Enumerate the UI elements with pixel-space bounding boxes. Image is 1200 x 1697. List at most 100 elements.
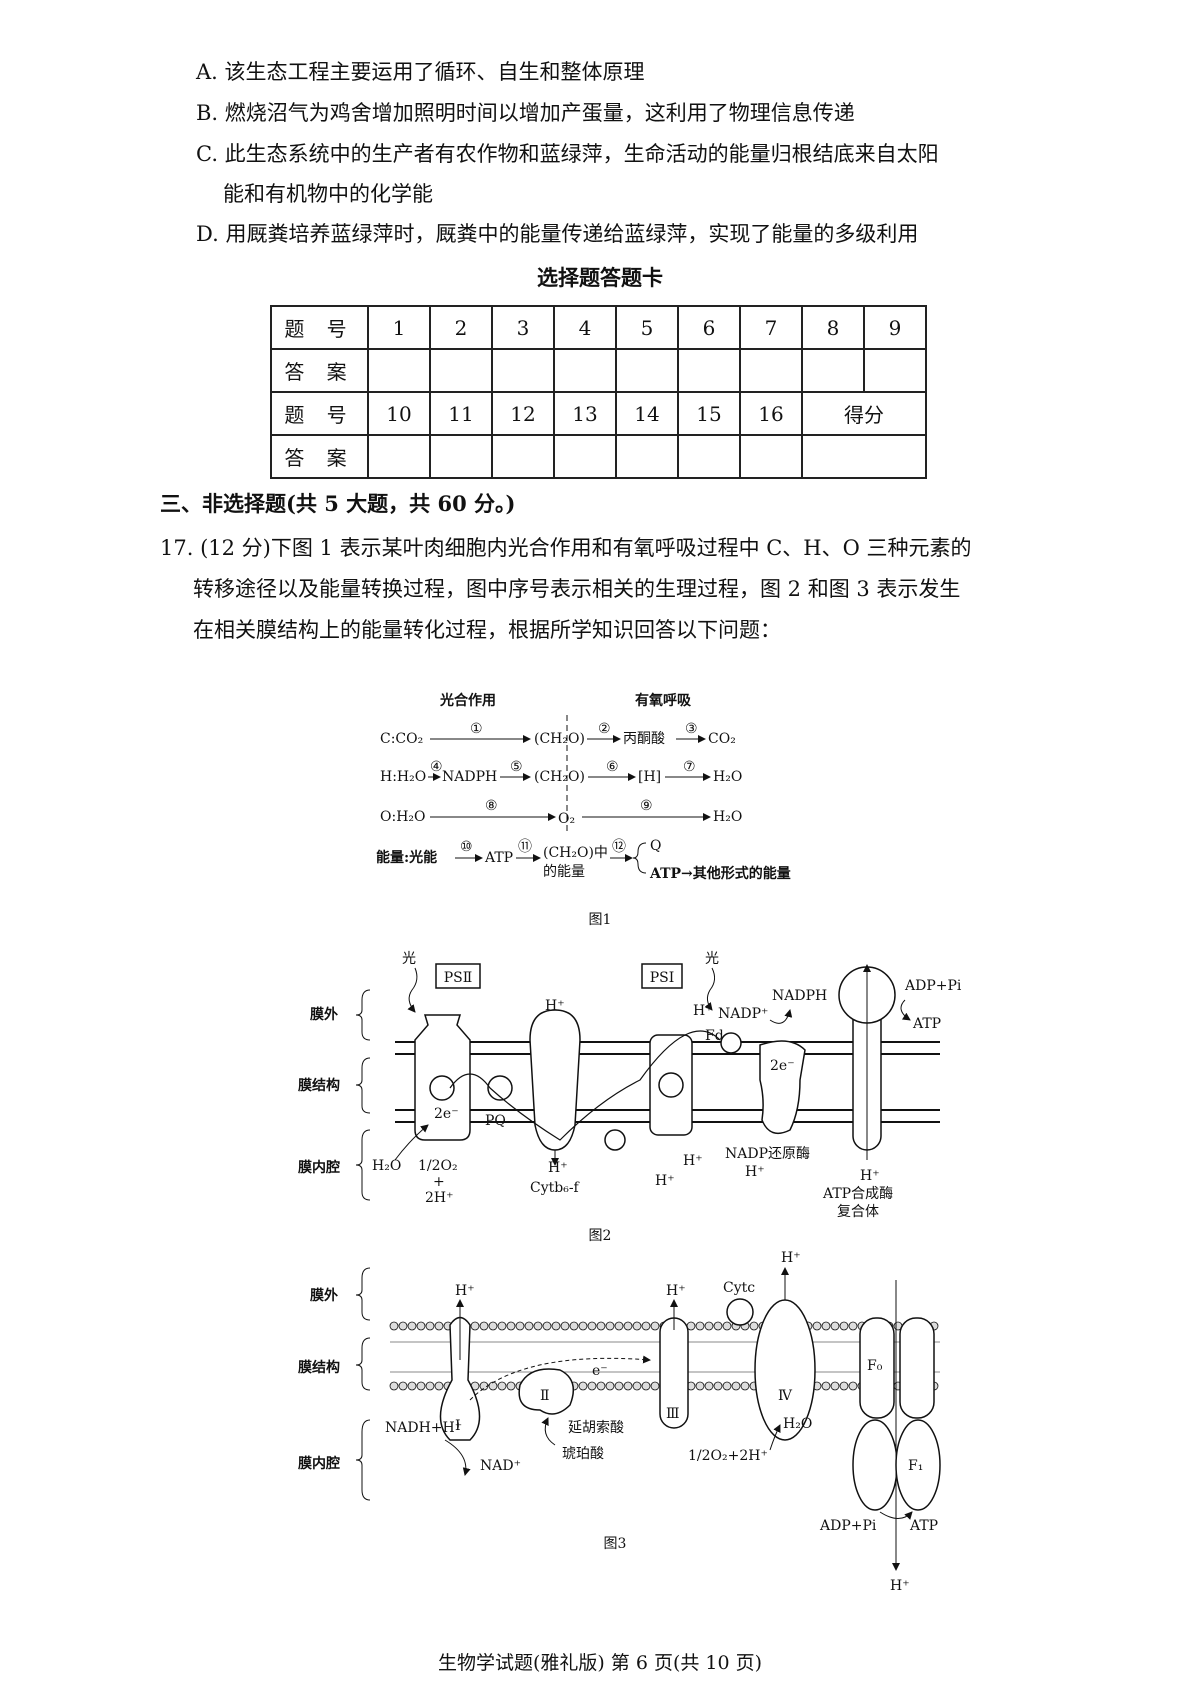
- fig1-heading-photosynthesis: 光合作用: [439, 692, 496, 709]
- fig3-f0: F₀: [867, 1358, 883, 1374]
- lipid-head: [434, 1321, 444, 1331]
- fig1-num-4: ④: [430, 759, 443, 775]
- fig2-pq: PQ: [485, 1113, 506, 1129]
- fig2-nadph: NADPH: [772, 988, 827, 1004]
- fig2-caption: 图2: [589, 1228, 612, 1244]
- fig1-nadph: NADPH: [442, 769, 497, 785]
- question-number: 2: [429, 305, 493, 350]
- fig1-h2o-o-end: H₂O: [713, 809, 742, 825]
- question-number: 12: [491, 391, 555, 436]
- fig1-num-6: ⑥: [606, 759, 619, 775]
- question-number: 4: [553, 305, 617, 350]
- table-row: 答 案: [270, 434, 927, 479]
- cytb6f-complex: [529, 1009, 581, 1151]
- fig1-num-11: ⑪: [518, 839, 532, 855]
- lipid-head: [695, 1381, 705, 1391]
- score-cell[interactable]: [801, 434, 927, 479]
- answer-cell[interactable]: [615, 348, 679, 393]
- lipid-head: [740, 1381, 750, 1391]
- question-number: 9: [863, 305, 927, 350]
- lipid-head: [713, 1321, 723, 1331]
- fig2-h2o: H₂O: [372, 1158, 401, 1174]
- question-number: 13: [553, 391, 617, 436]
- answer-label: 答 案: [270, 434, 369, 479]
- fig1-atp-other: ATP→其他形式的能量: [649, 865, 791, 882]
- lipid-head: [812, 1321, 822, 1331]
- lipid-head: [524, 1321, 534, 1331]
- lipid-head: [587, 1381, 597, 1391]
- fig3-side-out: 膜外: [310, 1287, 338, 1304]
- number-label: 题 号: [270, 305, 369, 350]
- answer-cell[interactable]: [491, 348, 555, 393]
- fig1-co2-end: CO₂: [708, 731, 736, 747]
- answer-cell[interactable]: [739, 348, 803, 393]
- lipid-head: [839, 1321, 849, 1331]
- lipid-head: [470, 1321, 480, 1331]
- fig3-c2: Ⅱ: [540, 1388, 550, 1404]
- answer-cell[interactable]: [677, 348, 741, 393]
- answer-cell[interactable]: [491, 434, 555, 479]
- lipid-head: [506, 1381, 516, 1391]
- score-label: 得分: [801, 391, 927, 436]
- answer-cell[interactable]: [677, 434, 741, 479]
- fig3-c3: Ⅲ: [666, 1406, 680, 1422]
- answer-cell[interactable]: [553, 348, 617, 393]
- question-number: 14: [615, 391, 679, 436]
- question-17-line2: 转移途径以及能量转换过程，图中序号表示相关的生理过程，图 2 和图 3 表示发生: [193, 577, 961, 601]
- lipid-head: [425, 1381, 435, 1391]
- section-three-heading: 三、非选择题(共 5 大题，共 60 分。): [160, 491, 516, 516]
- fig2-h-atp: H⁺: [860, 1168, 880, 1184]
- fig2-o2: 1/2O₂: [418, 1158, 458, 1174]
- lipid-head: [398, 1381, 408, 1391]
- fig2-light-2: 光: [705, 951, 719, 967]
- lipid-head: [713, 1381, 723, 1391]
- answer-cell[interactable]: [367, 434, 431, 479]
- fig1-row-c-label: C:CO₂: [380, 731, 423, 747]
- lipid-head: [398, 1321, 408, 1331]
- lipid-head: [407, 1321, 417, 1331]
- fig2-cytb6f: Cytb₆-f: [530, 1180, 581, 1196]
- answer-cell[interactable]: [739, 434, 803, 479]
- figure-1: 光合作用 有氧呼吸 C:CO₂ ① (CH₂O) ② 丙酮酸 ③ CO₂ H:H…: [376, 692, 791, 928]
- fig3-side-lumen: 膜内腔: [298, 1455, 340, 1472]
- lipid-head: [821, 1381, 831, 1391]
- fig2-h-in2: H⁺: [655, 1173, 675, 1189]
- lipid-head: [578, 1321, 588, 1331]
- lipid-head: [434, 1381, 444, 1391]
- question-17-line3: 在相关膜结构上的能量转化过程，根据所学知识回答以下问题：: [193, 618, 781, 642]
- fig1-pyruvate: 丙酮酸: [623, 731, 665, 747]
- fig2-e2: 2e⁻: [770, 1058, 795, 1074]
- fig2-ps1-label: PSⅠ: [650, 970, 675, 986]
- answer-cell[interactable]: [615, 434, 679, 479]
- answer-cell[interactable]: [801, 348, 865, 393]
- fig1-row-o-label: O:H₂O: [380, 809, 426, 825]
- answer-cell[interactable]: [863, 348, 927, 393]
- lipid-head: [416, 1381, 426, 1391]
- f1-subunit: [852, 1419, 898, 1511]
- lipid-head: [596, 1321, 606, 1331]
- lipid-head: [488, 1321, 498, 1331]
- question-17-line1: 17. (12 分)下图 1 表示某叶肉细胞内光合作用和有氧呼吸过程中 C、H、…: [160, 536, 972, 560]
- lipid-head: [515, 1321, 525, 1331]
- fig1-energy-label: 能量:光能: [376, 849, 437, 866]
- fig3-nadh: NADH+H⁺: [385, 1420, 462, 1436]
- f0-subunit: [859, 1317, 895, 1419]
- question-number: 6: [677, 305, 741, 350]
- fig1-num-7: ⑦: [683, 759, 696, 775]
- fig3-h3: H⁺: [666, 1283, 686, 1299]
- answer-cell[interactable]: [429, 348, 493, 393]
- answer-cell[interactable]: [367, 348, 431, 393]
- lipid-head: [605, 1381, 615, 1391]
- lipid-head: [614, 1321, 624, 1331]
- lipid-head: [623, 1381, 633, 1391]
- answer-cell[interactable]: [429, 434, 493, 479]
- fig2-h-cyt: H⁺: [548, 1160, 568, 1176]
- fig2-atp-synthase-1: ATP合成酶: [822, 1186, 893, 1202]
- option-d: D. 用厩粪培养蓝绿萍时，厩粪中的能量传递给蓝绿萍，实现了能量的多级利用: [196, 222, 919, 246]
- answer-cell[interactable]: [553, 434, 617, 479]
- fig1-row-h-label: H:H₂O: [380, 769, 426, 785]
- lipid-head: [632, 1321, 642, 1331]
- number-label: 题 号: [270, 391, 369, 436]
- fig1-num-8: ⑧: [485, 798, 498, 814]
- option-c-line2: 能和有机物中的化学能: [223, 182, 433, 206]
